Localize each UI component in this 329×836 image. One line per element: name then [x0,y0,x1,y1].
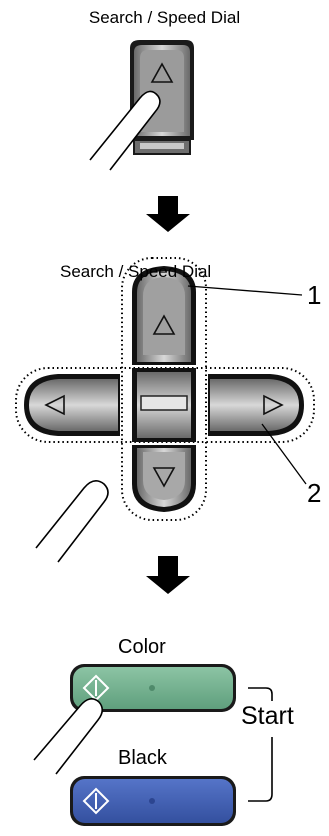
center-slider[interactable] [132,368,196,442]
finger-icon [35,480,109,563]
start-label: Start [241,702,294,730]
triangle-down-icon [152,467,176,488]
callout-1: 1 [307,280,322,310]
start-bracket [248,737,273,802]
vertical-group-outline [121,257,207,521]
triangle-up-icon [150,62,174,83]
black-label: Black [118,747,167,769]
color-label: Color [118,636,166,658]
search-speed-dial-label: Search / Speed Dial [88,8,241,27]
callout-2-line [261,423,307,485]
finger-icon [33,698,104,775]
triangle-left-icon [44,394,65,416]
search-key-top[interactable] [130,40,194,155]
triangle-up-icon [152,314,176,335]
callout-2: 2 [307,478,322,508]
search-speed-dial-label: Search / Speed Dial [60,262,212,281]
finger-icon [89,90,161,171]
right-key[interactable] [208,374,304,436]
black-start-button[interactable] [70,776,236,826]
down-key[interactable] [132,445,196,512]
callout-1-line [187,285,303,296]
down-arrow-icon [146,556,190,594]
start-bracket [248,687,273,701]
color-start-button[interactable] [70,664,236,712]
triangle-right-icon [263,394,284,416]
left-key[interactable] [24,374,120,436]
diamond-start-icon [82,787,110,815]
down-arrow-icon [146,196,190,232]
